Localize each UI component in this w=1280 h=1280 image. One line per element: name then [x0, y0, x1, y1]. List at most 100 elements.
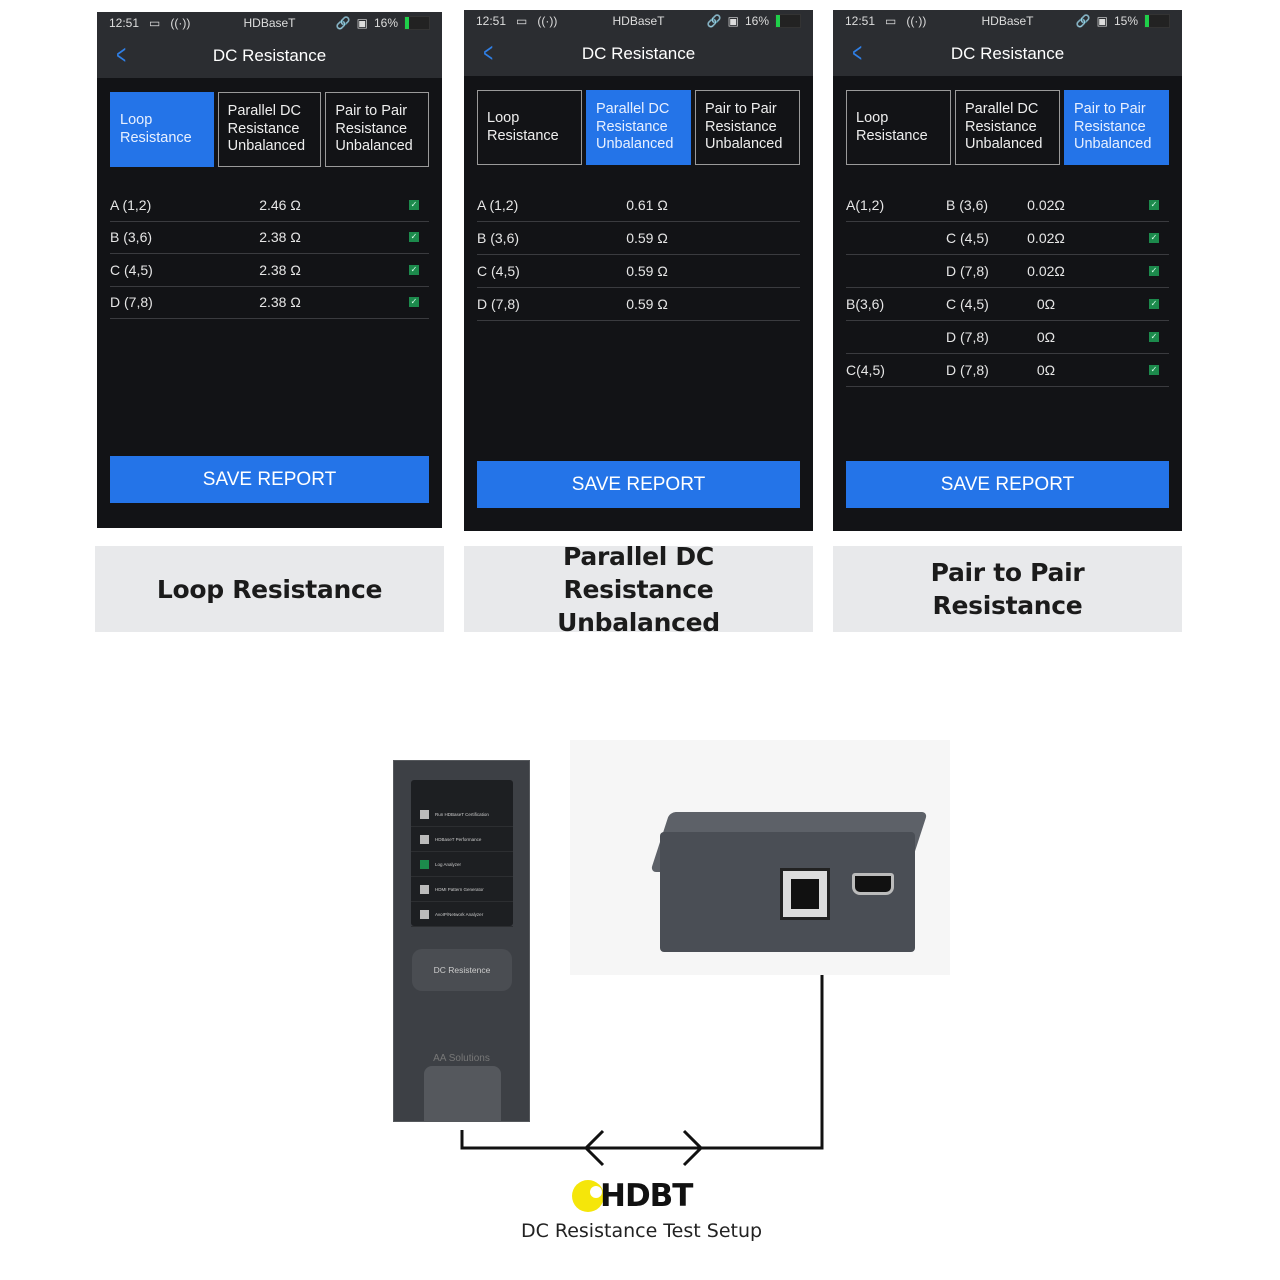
resistance-value: 0Ω — [1036, 296, 1056, 312]
resistance-value: 0.59 Ω — [626, 296, 668, 312]
dc-resistance-device-button[interactable]: DC Resistence — [412, 949, 512, 991]
tab-pair-to-pair-resistance[interactable]: Pair to Pair Resistance Unbalanced — [1064, 90, 1169, 165]
pair-label-2: B (3,6) — [946, 197, 989, 213]
tab-parallel-dc-resistance[interactable]: Parallel DC Resistance Unbalanced — [955, 90, 1060, 165]
tab-loop-resistance[interactable]: Loop Resistance — [846, 90, 951, 165]
page-title: DC Resistance — [212, 46, 327, 65]
save-report-button[interactable]: SAVE REPORT — [846, 461, 1169, 508]
battery-pack-icon: ▭ — [149, 16, 161, 30]
pair-label-2: C (4,5) — [946, 230, 989, 246]
device-menu-item[interactable]: HDBaseT Performance — [411, 827, 513, 852]
clock: 12:51 — [109, 16, 140, 30]
status-bar: 12:51▭((·)) HDBaseT 🔗▣15% — [833, 10, 1182, 32]
result-row: D (7,8) 0Ω ✓ — [846, 321, 1169, 354]
pass-check-icon: ✓ — [1149, 332, 1159, 342]
device-menu-item[interactable]: Log Analyzer — [411, 852, 513, 877]
result-row: A(1,2) B (3,6) 0.02Ω ✓ — [846, 189, 1169, 222]
pair-label-2: D (7,8) — [946, 263, 989, 279]
link-icon: 🔗 — [1075, 14, 1091, 28]
resistance-value: 2.38 Ω — [259, 229, 301, 246]
result-row: D (7,8) 2.38 Ω ✓ — [110, 287, 429, 319]
resistance-value: 0.02Ω — [1027, 263, 1065, 279]
device-menu-item[interactable]: AvoIP/Network Analyzer — [411, 902, 513, 927]
save-report-button[interactable]: SAVE REPORT — [477, 461, 800, 508]
tab-parallel-dc-resistance[interactable]: Parallel DC Resistance Unbalanced — [586, 90, 691, 165]
tab-label: Loop Resistance — [856, 110, 928, 144]
network-label: HDBaseT — [612, 14, 665, 28]
battery-icon — [775, 14, 801, 28]
pass-check-icon: ✓ — [1149, 299, 1159, 309]
ethernet-icon: ▣ — [356, 16, 368, 30]
tab-label: Parallel DC Resistance Unbalanced — [596, 101, 674, 153]
tab-pair-to-pair-resistance[interactable]: Pair to Pair Resistance Unbalanced — [325, 92, 430, 167]
page-title: DC Resistance — [581, 44, 696, 63]
result-row: D (7,8) 0.02Ω ✓ — [846, 255, 1169, 288]
pair-label: C (4,5) — [110, 261, 153, 278]
resistance-value: 0.02Ω — [1027, 197, 1065, 213]
pair-label: B (3,6) — [110, 229, 153, 246]
back-arrow-icon[interactable]: < — [852, 37, 863, 68]
clock: 12:51 — [845, 14, 876, 28]
pair-label-2: D (7,8) — [946, 329, 989, 345]
result-row: A (1,2) 2.46 Ω ✓ — [110, 189, 429, 222]
result-row: C (4,5) 2.38 Ω ✓ — [110, 254, 429, 287]
result-row: A (1,2) 0.61 Ω — [477, 189, 800, 222]
pair-label: B (3,6) — [477, 230, 520, 246]
battery-percent: 16% — [744, 14, 769, 28]
pass-check-icon: ✓ — [409, 232, 419, 243]
phone-screen-2: 12:51▭((·)) HDBaseT 🔗▣16% <DC Resistance… — [464, 10, 813, 531]
pass-check-icon: ✓ — [1149, 200, 1159, 210]
resistance-value: 2.46 Ω — [259, 196, 301, 213]
pair-label: A (1,2) — [110, 196, 152, 213]
device-menu-item[interactable]: Run HDBaseT Certification — [411, 802, 513, 827]
resistance-value: 0.02Ω — [1027, 230, 1065, 246]
pair-label-2: D (7,8) — [946, 362, 989, 378]
tab-label: Parallel DC Resistance Unbalanced — [227, 103, 306, 155]
device-menu-item[interactable]: HDMI Pattern Generator — [411, 877, 513, 902]
ethernet-icon: ▣ — [1096, 14, 1108, 28]
back-arrow-icon[interactable]: < — [116, 39, 127, 70]
back-arrow-icon[interactable]: < — [483, 37, 494, 68]
device-brand: AA Solutions — [433, 1053, 490, 1064]
phone-screen-1: 12:51▭((·)) HDBaseT 🔗▣16% <DC Resistance… — [97, 12, 442, 528]
pass-check-icon: ✓ — [1149, 266, 1159, 276]
tab-label: Pair to Pair Resistance Unbalanced — [1074, 101, 1152, 153]
menu-item-icon — [420, 809, 429, 819]
tab-loop-resistance[interactable]: Loop Resistance — [110, 92, 214, 167]
result-row: C(4,5) D (7,8) 0Ω ✓ — [846, 354, 1169, 387]
phone-screen-3: 12:51▭((·)) HDBaseT 🔗▣15% <DC Resistance… — [833, 10, 1182, 531]
pair-label: A (1,2) — [477, 197, 519, 213]
menu-item-label: Log Analyzer — [435, 861, 462, 867]
resistance-value: 0Ω — [1036, 362, 1056, 378]
pair-label: C (4,5) — [477, 263, 520, 279]
tab-parallel-dc-resistance[interactable]: Parallel DC Resistance Unbalanced — [217, 92, 322, 167]
resistance-value: 0Ω — [1036, 329, 1056, 345]
result-row: D (7,8) 0.59 Ω — [477, 288, 800, 321]
tab-label: Parallel DC Resistance Unbalanced — [965, 101, 1043, 153]
pair-label: B(3,6) — [846, 296, 885, 312]
save-report-button[interactable]: SAVE REPORT — [110, 456, 429, 503]
pair-label: D (7,8) — [110, 294, 153, 311]
tab-pair-to-pair-resistance[interactable]: Pair to Pair Resistance Unbalanced — [695, 90, 800, 165]
resistance-value: 0.59 Ω — [626, 230, 668, 246]
tab-label: Loop Resistance — [487, 110, 559, 144]
pass-check-icon: ✓ — [1149, 233, 1159, 243]
battery-pack-icon: ▭ — [516, 14, 528, 28]
tab-label: Pair to Pair Resistance Unbalanced — [335, 103, 413, 155]
arrow-left-icon — [583, 1129, 605, 1167]
rj45-port-icon — [780, 868, 830, 920]
hdbaset-extender-image — [570, 740, 950, 975]
pass-check-icon: ✓ — [409, 297, 419, 308]
network-label: HDBaseT — [981, 14, 1034, 28]
network-label: HDBaseT — [243, 16, 296, 30]
pair-label: C(4,5) — [846, 362, 885, 378]
menu-item-label: HDMI Pattern Generator — [435, 886, 484, 892]
battery-icon — [404, 16, 430, 30]
menu-item-label: Run HDBaseT Certification — [435, 811, 489, 817]
result-row: C (4,5) 0.02Ω ✓ — [846, 222, 1169, 255]
signal-icon: ((·)) — [906, 14, 927, 28]
tab-loop-resistance[interactable]: Loop Resistance — [477, 90, 582, 165]
menu-item-label: AvoIP/Network Analyzer — [435, 911, 484, 917]
result-row: B (3,6) 0.59 Ω — [477, 222, 800, 255]
